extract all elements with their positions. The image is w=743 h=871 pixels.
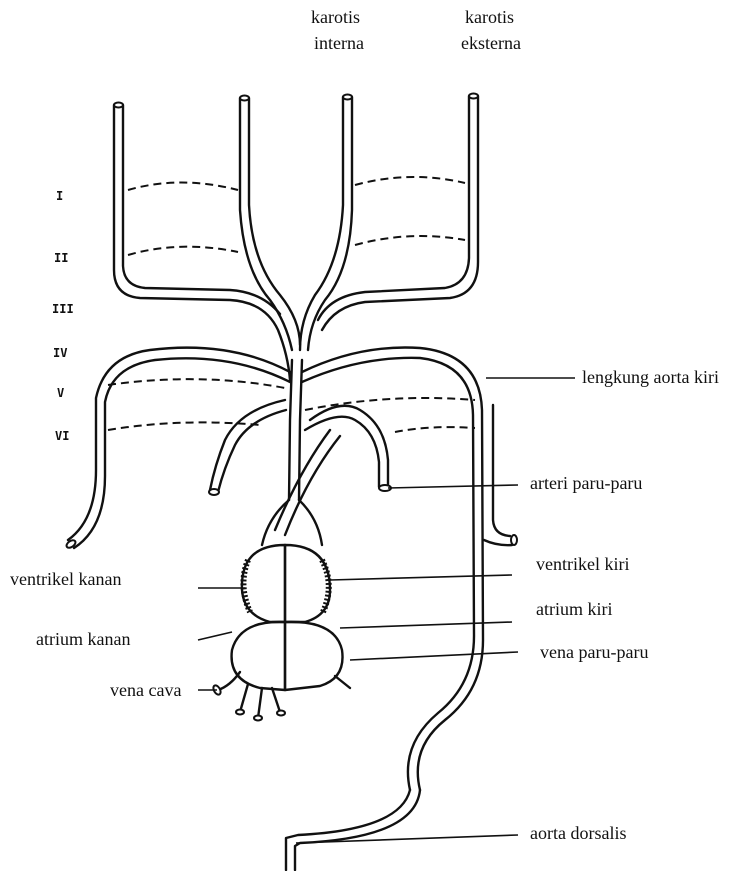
- numeral-i: I: [56, 189, 63, 203]
- numeral-ii: II: [54, 251, 68, 265]
- left-arches: [65, 348, 290, 550]
- label-aorta-dorsalis: aorta dorsalis: [530, 823, 626, 843]
- label-ventrikel-kiri: ventrikel kiri: [536, 554, 629, 574]
- label-vena-cava: vena cava: [110, 680, 181, 700]
- numeral-vi: VI: [55, 429, 69, 443]
- vena-cava-branches: [212, 672, 285, 721]
- label-atrium-kiri: atrium kiri: [536, 599, 612, 619]
- aorta-dorsalis-vessel: [286, 790, 420, 870]
- numeral-iv: IV: [53, 346, 67, 360]
- left-aortic-arch: [302, 348, 517, 791]
- arch-numerals: I II III IV V VI: [52, 189, 74, 443]
- label-arteri-paru-paru: arteri paru-paru: [530, 473, 642, 493]
- anterior-vessels: [114, 94, 478, 381]
- label-ventrikel-kanan: ventrikel kanan: [10, 569, 121, 589]
- label-karotis-eksterna-1: karotis: [465, 7, 514, 27]
- numeral-iii: III: [52, 302, 74, 316]
- crossing-vessels: [262, 430, 340, 545]
- label-vena-paru-paru: vena paru-paru: [540, 642, 648, 662]
- label-karotis-interna-2: interna: [314, 33, 364, 53]
- numeral-v: V: [57, 386, 64, 400]
- label-karotis-interna-1: karotis: [311, 7, 360, 27]
- heart: [232, 545, 350, 690]
- label-karotis-eksterna-2: eksterna: [461, 33, 521, 53]
- label-lengkung-aorta-kiri: lengkung aorta kiri: [582, 367, 719, 387]
- label-atrium-kanan: atrium kanan: [36, 629, 130, 649]
- labels: karotis interna karotis eksterna lengkun…: [10, 7, 719, 843]
